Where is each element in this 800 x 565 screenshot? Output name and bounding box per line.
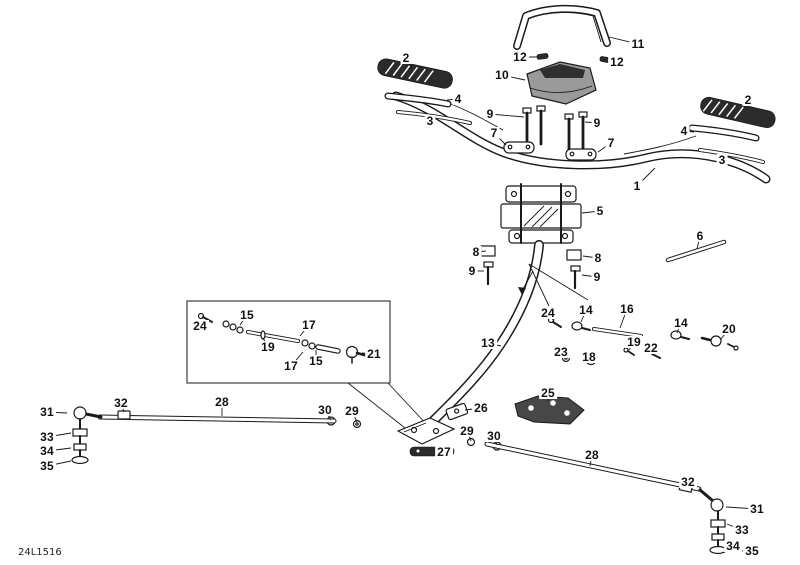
part-label-22: 22 xyxy=(642,341,660,355)
steering-plate xyxy=(514,395,585,425)
left-tie-rod xyxy=(97,410,337,424)
part-label-2: 2 xyxy=(742,93,754,107)
part-label-8: 8 xyxy=(470,245,482,259)
part-label-31: 31 xyxy=(748,502,766,516)
part-label-25: 25 xyxy=(539,386,557,400)
part-label-27: 27 xyxy=(435,445,453,459)
part-label-17: 17 xyxy=(282,359,300,373)
part-label-18: 18 xyxy=(580,350,598,364)
part-label-12: 12 xyxy=(608,55,626,69)
part-label-20: 20 xyxy=(720,322,738,336)
strap-clips xyxy=(536,53,612,63)
part-label-28: 28 xyxy=(213,395,231,409)
part-label-9: 9 xyxy=(591,116,603,130)
part-label-24: 24 xyxy=(539,306,557,320)
part-label-34: 34 xyxy=(724,539,742,553)
part-label-15: 15 xyxy=(307,354,325,368)
clamp-caps-and-bolts xyxy=(503,105,597,161)
handlebar xyxy=(391,91,771,184)
part-label-1: 1 xyxy=(631,179,643,193)
part-label-31: 31 xyxy=(38,405,56,419)
part-label-3: 3 xyxy=(424,114,436,128)
part-label-3: 3 xyxy=(716,153,728,167)
part-label-14: 14 xyxy=(672,316,690,330)
part-label-15: 15 xyxy=(238,308,256,322)
right-grip xyxy=(700,96,776,129)
part-label-9: 9 xyxy=(591,270,603,284)
left-grip xyxy=(377,58,453,89)
watermark-code: 24L1516 xyxy=(18,547,62,558)
part-label-29: 29 xyxy=(343,404,361,418)
steering-support-rod xyxy=(665,239,727,263)
part-label-7: 7 xyxy=(605,136,617,150)
part-label-33: 33 xyxy=(733,523,751,537)
part-label-12: 12 xyxy=(511,50,529,64)
part-label-34: 34 xyxy=(38,444,56,458)
part-label-9: 9 xyxy=(466,264,478,278)
riser-lower-hardware xyxy=(480,245,582,290)
part-label-29: 29 xyxy=(458,424,476,438)
part-label-26: 26 xyxy=(472,401,490,415)
riser-clamp-assembly xyxy=(500,183,582,244)
right-lever xyxy=(688,124,765,164)
part-label-32: 32 xyxy=(679,475,697,489)
part-label-7: 7 xyxy=(488,126,500,140)
steering-column xyxy=(421,240,544,433)
right-ball-joint-hardware xyxy=(698,488,727,555)
part-label-13: 13 xyxy=(479,336,497,350)
part-label-5: 5 xyxy=(594,204,606,218)
part-label-6: 6 xyxy=(694,229,706,243)
part-label-24: 24 xyxy=(191,319,209,333)
part-label-19: 19 xyxy=(625,335,643,349)
part-label-30: 30 xyxy=(485,429,503,443)
part-label-14: 14 xyxy=(577,303,595,317)
left-tie-rod-detail-box xyxy=(186,300,431,429)
part-label-28: 28 xyxy=(583,448,601,462)
part-label-4: 4 xyxy=(452,92,464,106)
part-label-4: 4 xyxy=(678,124,690,138)
part-label-35: 35 xyxy=(38,459,56,473)
part-label-35: 35 xyxy=(743,544,761,558)
part-label-2: 2 xyxy=(400,51,412,65)
part-label-9: 9 xyxy=(484,107,496,121)
part-label-11: 11 xyxy=(629,37,647,51)
part-label-32: 32 xyxy=(112,396,130,410)
part-label-10: 10 xyxy=(493,68,511,82)
part-label-33: 33 xyxy=(38,430,56,444)
part-label-16: 16 xyxy=(618,302,636,316)
part-label-23: 23 xyxy=(552,345,570,359)
part-label-17: 17 xyxy=(300,318,318,332)
left-ball-joint-hardware xyxy=(71,406,103,465)
part-label-19: 19 xyxy=(259,340,277,354)
handlebar-pad xyxy=(526,61,597,105)
part-label-21: 21 xyxy=(365,347,383,361)
grab-strap xyxy=(513,4,611,50)
part-label-8: 8 xyxy=(592,251,604,265)
part-label-30: 30 xyxy=(316,403,334,417)
